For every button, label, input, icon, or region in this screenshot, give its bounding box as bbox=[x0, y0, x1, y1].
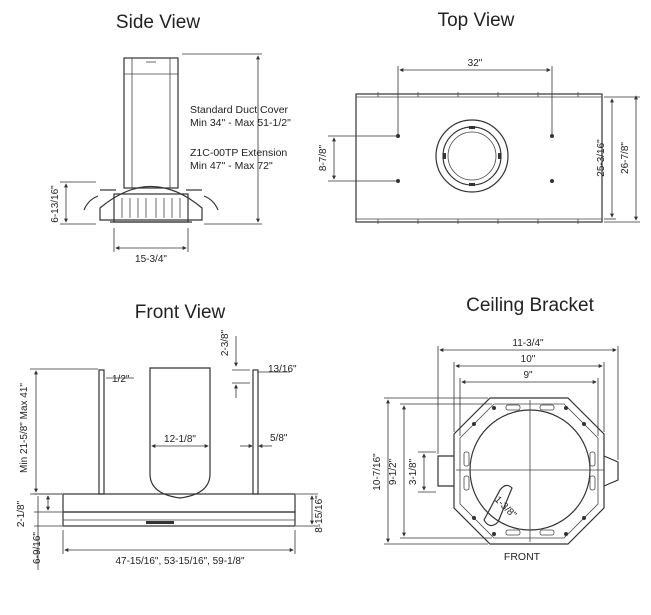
side-note-line3: Z1C-00TP Extension bbox=[190, 147, 287, 159]
bracket-dim-outer: 11-3/4" bbox=[512, 338, 544, 349]
front-dim-right-height: 8-15/16" bbox=[314, 495, 325, 533]
top-dim-spacing: 8-7/8" bbox=[318, 144, 329, 171]
front-rod-right bbox=[252, 369, 259, 495]
side-duct-cover bbox=[123, 57, 179, 189]
bracket-tab-right bbox=[603, 455, 619, 487]
front-dim-top-bracket: 2-3/8" bbox=[220, 329, 231, 356]
ceiling-bracket: Ceiling Bracket bbox=[372, 295, 619, 563]
bracket-front-label: FRONT bbox=[504, 551, 541, 563]
side-dim-height: 6-13/16" bbox=[50, 185, 61, 223]
bracket-tab-left bbox=[437, 455, 454, 487]
top-view-title: Top View bbox=[438, 10, 515, 31]
bracket-dim-diag: 1-3/8" bbox=[492, 494, 519, 521]
front-dim-chimney-width: 12-1/8" bbox=[164, 434, 196, 445]
top-mount-hole bbox=[550, 179, 554, 183]
front-dim-widths: 47-15/16", 53-15/16", 59-1/8" bbox=[115, 556, 245, 567]
front-rod-left bbox=[98, 369, 105, 495]
bracket-dim-height-outer: 10-7/16" bbox=[372, 453, 383, 491]
bracket-dim-height-mid: 9-1/2" bbox=[388, 458, 399, 485]
top-dim-inner-depth: 25-3/16" bbox=[596, 139, 607, 177]
side-hood-filter bbox=[113, 193, 189, 223]
side-dim-width: 15-3/4" bbox=[135, 254, 167, 265]
front-dim-rod-gap: 5/8" bbox=[270, 433, 288, 444]
bracket-dim-mid: 10" bbox=[521, 354, 536, 365]
front-view-title: Front View bbox=[135, 302, 226, 323]
top-dim-outer-depth: 26-7/8" bbox=[620, 142, 631, 174]
front-dim-hood-height: 2-1/8" bbox=[16, 500, 27, 527]
bracket-dim-slot: 3-1/8" bbox=[408, 458, 419, 485]
ceiling-bracket-title: Ceiling Bracket bbox=[466, 295, 594, 316]
side-note-line4: Min 47" - Max 72" bbox=[190, 160, 273, 172]
top-view: Top View 32" bbox=[318, 10, 640, 224]
side-hood-body bbox=[99, 185, 203, 221]
top-duct-collar bbox=[435, 119, 509, 193]
front-dim-rod-offset: 1/2" bbox=[112, 374, 130, 385]
top-hood-outline bbox=[355, 93, 603, 223]
front-hood-body bbox=[62, 493, 296, 513]
bracket-dim-inner: 9" bbox=[523, 370, 533, 381]
front-view: Front View Min 21-5/8" Max 41" 1/2" 2-3/… bbox=[16, 302, 325, 570]
front-dim-total-height: 6-9/16" bbox=[32, 532, 43, 564]
front-dim-rod-height: Min 21-5/8" Max 41" bbox=[19, 383, 30, 473]
side-note-line2: Min 34" - Max 51-1/2" bbox=[190, 117, 291, 129]
front-dim-bracket-width: 13/16" bbox=[268, 364, 297, 375]
side-view: Side View Standard Duct Cover Min 34" - … bbox=[50, 12, 291, 265]
top-mount-hole bbox=[396, 179, 400, 183]
top-mount-hole bbox=[550, 134, 554, 138]
front-chimney bbox=[149, 367, 211, 499]
bracket-diagonal-slot bbox=[483, 484, 513, 527]
top-mount-hole bbox=[396, 134, 400, 138]
bracket-plate bbox=[453, 397, 605, 545]
top-dim-width: 32" bbox=[468, 58, 483, 69]
side-view-title: Side View bbox=[116, 12, 200, 33]
side-note-line1: Standard Duct Cover bbox=[190, 104, 289, 116]
